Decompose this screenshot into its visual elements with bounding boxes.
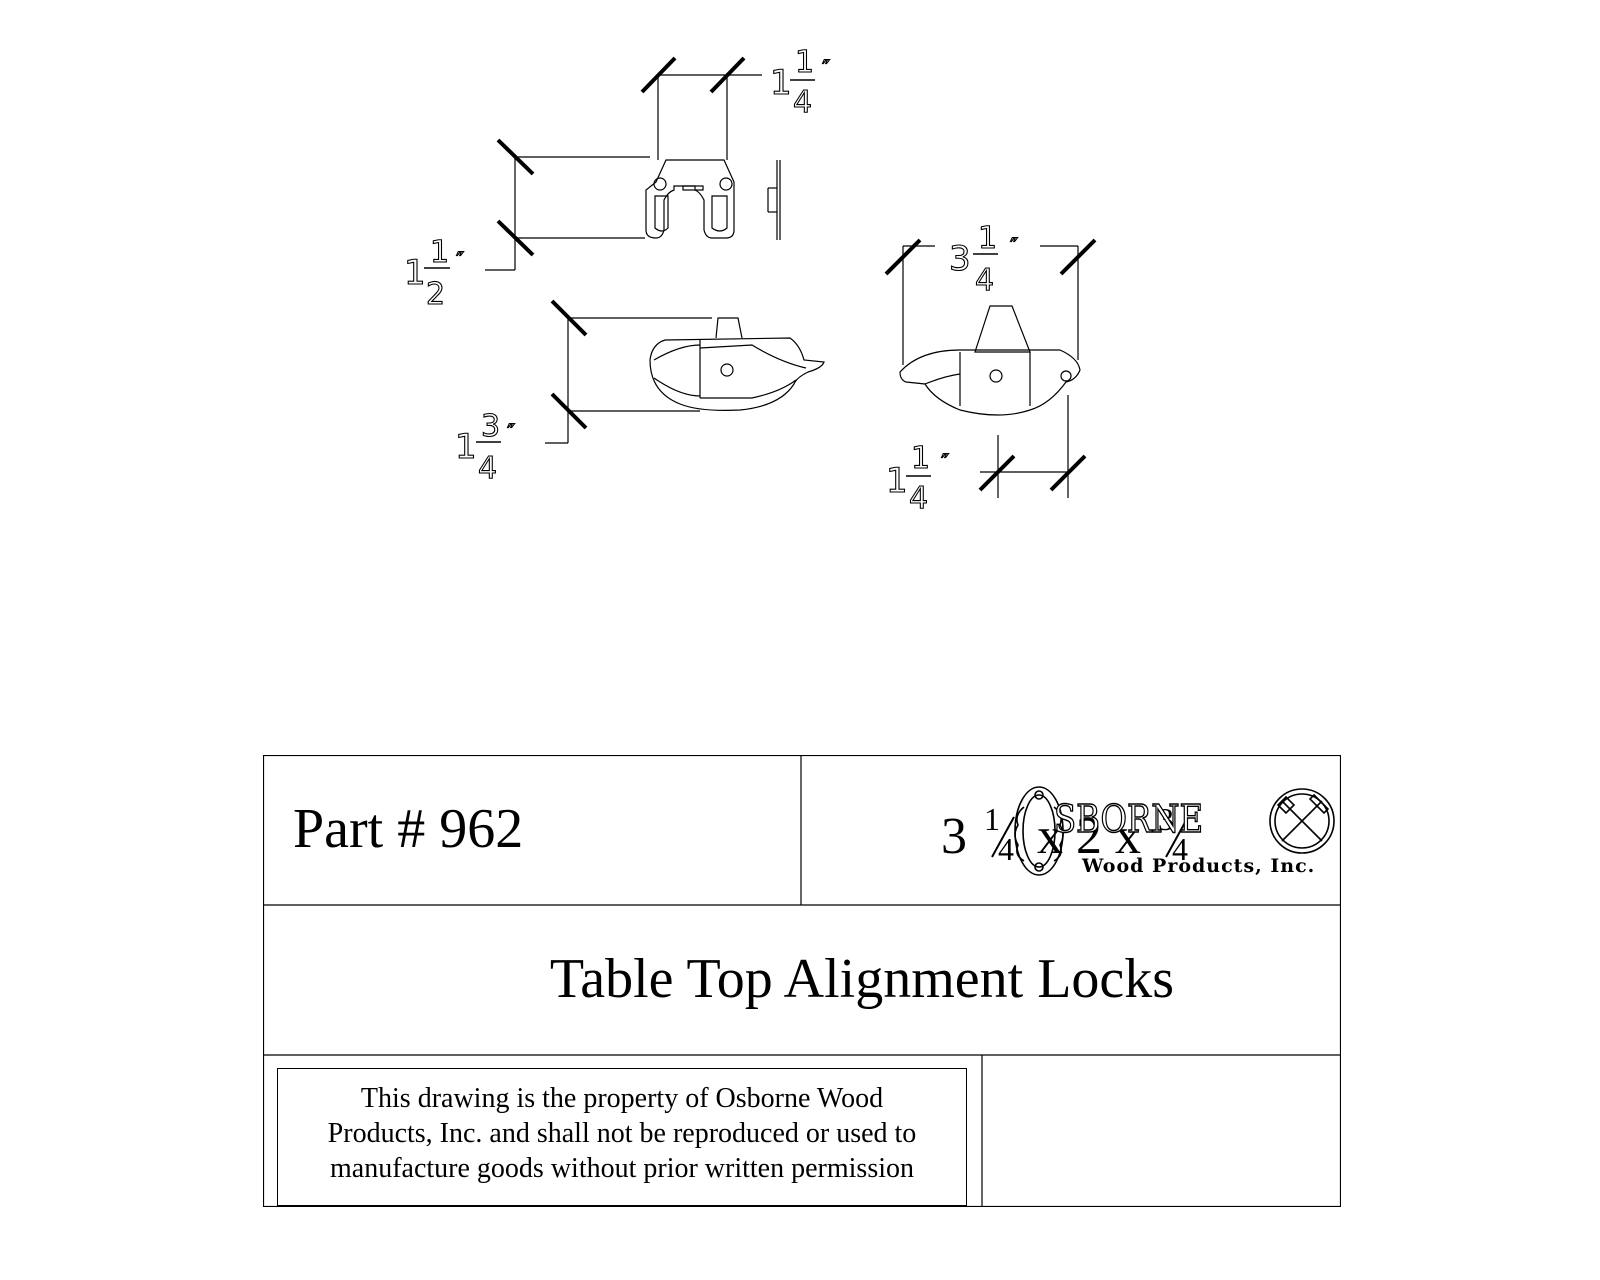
dim-denominator: 4 bbox=[793, 85, 812, 120]
size-separator: x bbox=[1115, 808, 1141, 865]
dim-whole: 1 bbox=[886, 461, 908, 501]
dim-label-top-height: 1 1 2 ″ bbox=[403, 234, 464, 312]
dim-top-width bbox=[640, 56, 762, 160]
title-block-frame bbox=[263, 755, 1341, 1207]
dim-numerator: 1 bbox=[430, 235, 449, 270]
technical-drawing: 1 1 4 ″ 1 1 2 ″ 1 3 4 ″ 3 1 4 ″ 1 1 4 ″ bbox=[403, 44, 1097, 517]
dim-label-front-height: 1 3 4 ″ bbox=[454, 408, 515, 486]
size-c-denominator: 4 bbox=[1172, 831, 1188, 867]
logo-brand: SBORNE bbox=[1053, 796, 1204, 841]
size-a-denominator: 4 bbox=[998, 831, 1014, 867]
part-number: Part # 962 bbox=[293, 798, 524, 860]
logo-emblem bbox=[1014, 786, 1335, 876]
dim-label-top-width: 1 1 4 ″ bbox=[769, 44, 830, 120]
notice-text: This drawing is the property of Osborne … bbox=[278, 1081, 966, 1186]
notice-line: Products, Inc. and shall not be reproduc… bbox=[327, 1118, 917, 1149]
dim-side-offset bbox=[978, 395, 1087, 498]
dim-denominator: 4 bbox=[909, 481, 928, 516]
dim-numerator: 1 bbox=[978, 221, 997, 256]
dim-front-height bbox=[545, 299, 712, 444]
copyright-notice: This drawing is the property of Osborne … bbox=[277, 1068, 967, 1206]
size-a-fraction: 1 4 bbox=[984, 803, 1020, 867]
dim-unit: ″ bbox=[1010, 235, 1018, 260]
side-view-lock bbox=[899, 305, 1081, 416]
dim-whole: 1 bbox=[455, 427, 477, 467]
dim-whole: 1 bbox=[770, 63, 792, 103]
dim-unit: ″ bbox=[507, 421, 515, 446]
dim-label-side-width: 3 1 4 ″ bbox=[948, 220, 1018, 298]
front-view-lock bbox=[649, 317, 825, 411]
dim-side-width bbox=[884, 238, 1097, 365]
dim-unit: ″ bbox=[941, 451, 949, 476]
dim-numerator: 1 bbox=[795, 45, 814, 80]
dim-whole: 1 bbox=[404, 253, 426, 293]
part-number-cell: Part # 962 bbox=[263, 755, 801, 905]
product-title: Table Top Alignment Locks bbox=[549, 948, 1175, 1010]
size-cell: 3 1 4 x 2 x 3 4 bbox=[801, 755, 1341, 905]
dim-unit: ″ bbox=[822, 57, 830, 82]
size-dimensions: 3 1 4 x 2 x 3 4 bbox=[941, 803, 1198, 867]
osborne-logo: SBORNE Wood Products, Inc. bbox=[984, 755, 1341, 907]
notice-cell: This drawing is the property of Osborne … bbox=[263, 1055, 982, 1207]
notice-line: This drawing is the property of Osborne … bbox=[360, 1083, 884, 1114]
dim-label-side-offset: 1 1 4 ″ bbox=[885, 440, 949, 516]
dim-numerator: 1 bbox=[911, 441, 930, 476]
logo-subtitle: Wood Products, Inc. bbox=[1082, 855, 1316, 877]
notice-line: manufacture goods without prior written … bbox=[330, 1153, 914, 1184]
size-c-fraction: 3 4 bbox=[1158, 803, 1194, 867]
dim-denominator: 2 bbox=[426, 277, 445, 312]
dim-unit: ″ bbox=[456, 249, 464, 274]
dim-denominator: 4 bbox=[975, 263, 994, 298]
side-profile-plate bbox=[767, 160, 781, 240]
dim-top-height bbox=[485, 138, 650, 271]
title-cell: Table Top Alignment Locks bbox=[263, 905, 1341, 1055]
title-block: Part # 962 3 1 4 x 2 x 3 4 Table Top Ali… bbox=[263, 755, 1341, 1207]
dim-denominator: 4 bbox=[478, 451, 497, 486]
size-b: 2 bbox=[1076, 808, 1102, 865]
size-c-numerator: 3 bbox=[1158, 801, 1174, 837]
dim-numerator: 3 bbox=[481, 409, 500, 444]
size-a-whole: 3 bbox=[941, 808, 967, 865]
top-view-plate bbox=[645, 159, 735, 239]
size-a-numerator: 1 bbox=[984, 801, 1000, 837]
dim-whole: 3 bbox=[949, 239, 971, 279]
